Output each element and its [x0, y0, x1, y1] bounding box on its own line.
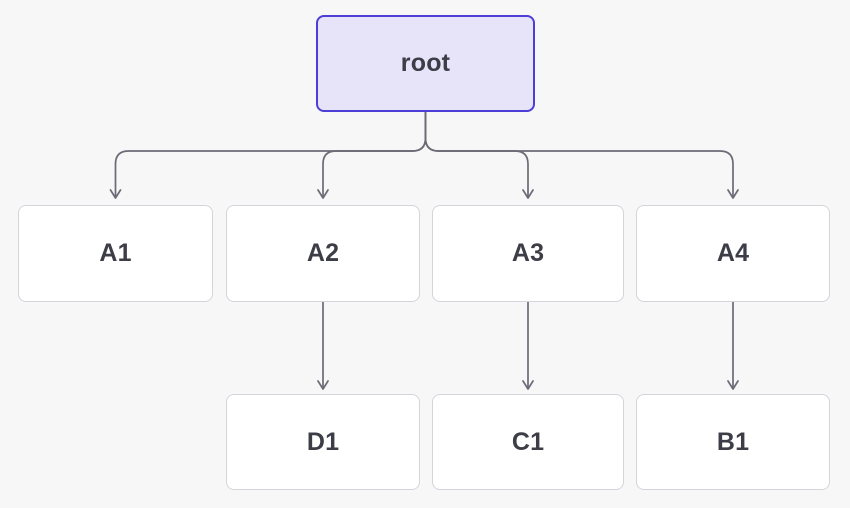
- edge-root-a1: [109, 112, 427, 199]
- node-a2[interactable]: A2: [226, 205, 420, 302]
- node-label: A4: [716, 239, 750, 267]
- node-c1[interactable]: C1: [432, 394, 624, 490]
- node-label: root: [400, 49, 451, 77]
- edge-root-a2: [317, 112, 427, 199]
- node-label: B1: [716, 427, 750, 456]
- node-label: C1: [511, 427, 545, 456]
- edge-root-a4: [424, 112, 739, 199]
- node-label: D1: [306, 427, 340, 456]
- node-a1[interactable]: A1: [18, 205, 213, 302]
- node-label: A3: [511, 239, 545, 267]
- edge-root-a3: [424, 112, 534, 199]
- node-b1[interactable]: B1: [636, 394, 830, 490]
- node-a3[interactable]: A3: [432, 205, 624, 302]
- node-label: A1: [99, 239, 132, 267]
- node-a4[interactable]: A4: [636, 205, 830, 302]
- node-root[interactable]: root: [316, 15, 535, 112]
- node-d1[interactable]: D1: [226, 394, 420, 490]
- node-label: A2: [306, 239, 340, 267]
